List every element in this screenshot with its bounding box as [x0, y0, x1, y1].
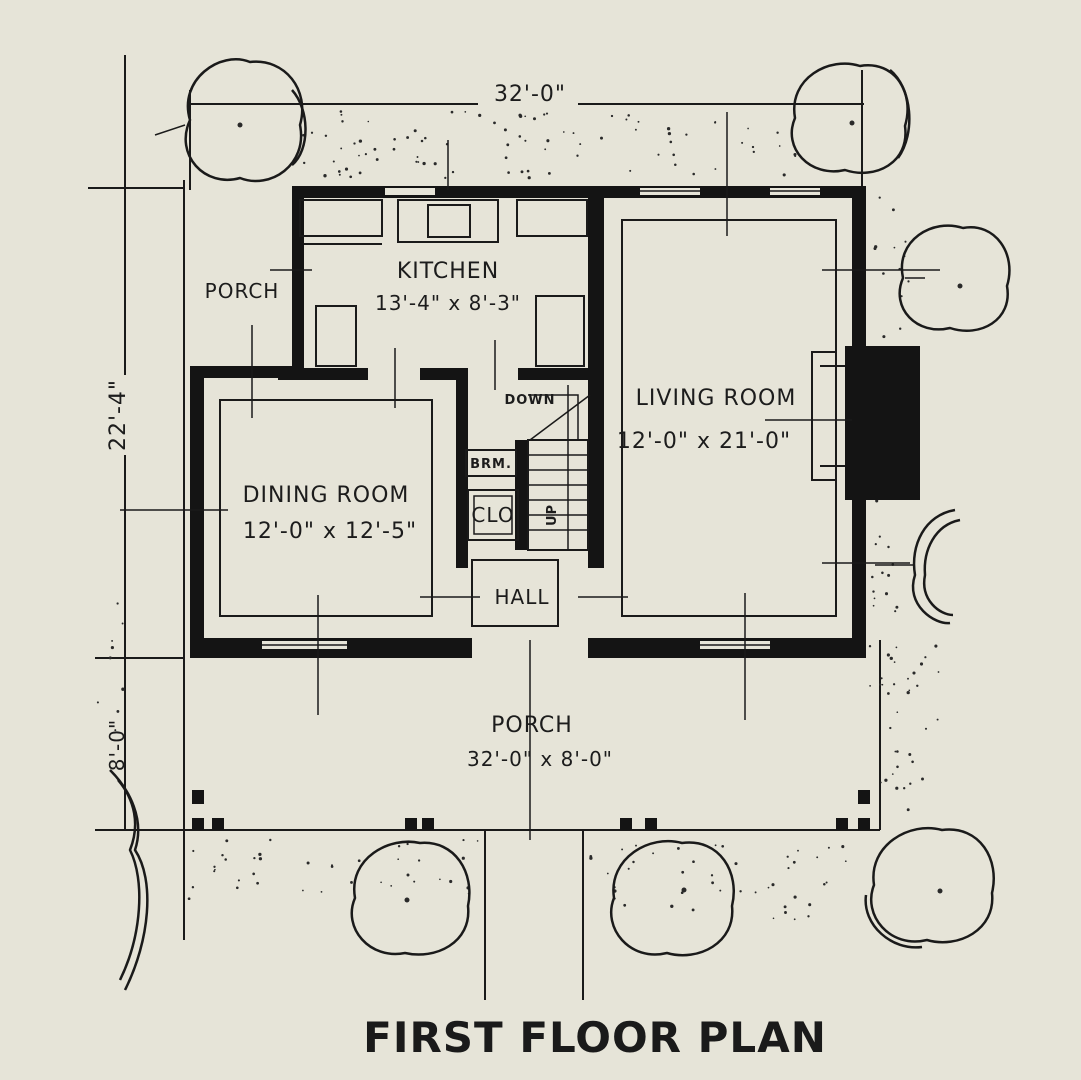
dining-room-size: 12'-0" x 12'-5" — [243, 519, 417, 544]
tree-icon — [609, 839, 735, 957]
tree-icon — [898, 224, 1011, 332]
front-porch-label: PORCH — [491, 713, 573, 738]
exterior-walls — [190, 186, 920, 658]
tree-icon — [790, 62, 911, 175]
overall-width-label: 32'-0" — [494, 82, 566, 107]
dimension-width: 32'-0" — [188, 70, 864, 190]
back-porch-label: PORCH — [205, 279, 280, 303]
tree-icon — [864, 826, 995, 949]
hall-label: HALL — [494, 585, 549, 609]
overall-depth-label: 22'-4" — [106, 379, 131, 451]
stairs — [527, 385, 591, 551]
closet-label: CLO — [471, 503, 514, 527]
tree-icon — [109, 769, 149, 991]
front-porch-size: 32'-0" x 8'-0" — [467, 747, 613, 771]
interior-walls — [278, 198, 604, 568]
dining-room-label: DINING ROOM — [243, 483, 410, 508]
kitchen-size: 13'-4" x 8'-3" — [375, 291, 521, 315]
tree-icon — [875, 508, 961, 625]
porch-posts — [192, 790, 870, 830]
dimension-depth: 22'-4" 8'-0" — [105, 375, 131, 771]
broom-closet-label: BRM. — [470, 457, 512, 472]
closets — [465, 449, 519, 541]
tree-icon — [154, 58, 307, 183]
living-room-label: LIVING ROOM — [636, 386, 797, 411]
trees — [109, 58, 1011, 991]
stairs-down-label: DOWN — [504, 393, 555, 408]
stairs-up-label: UP — [545, 504, 560, 526]
planting-stipple — [96, 110, 940, 921]
room-outlines — [219, 199, 845, 627]
living-room-size: 12'-0" x 21'-0" — [617, 429, 791, 454]
reference-lines — [120, 112, 940, 840]
plan-caption: FIRST FLOOR PLAN — [363, 1013, 827, 1062]
tree-icon — [350, 840, 471, 956]
porch-depth-label: 8'-0" — [105, 719, 129, 771]
room-labels: KITCHEN 13'-4" x 8'-3" PORCH DINING ROOM… — [205, 259, 797, 771]
kitchen-label: KITCHEN — [397, 259, 499, 284]
